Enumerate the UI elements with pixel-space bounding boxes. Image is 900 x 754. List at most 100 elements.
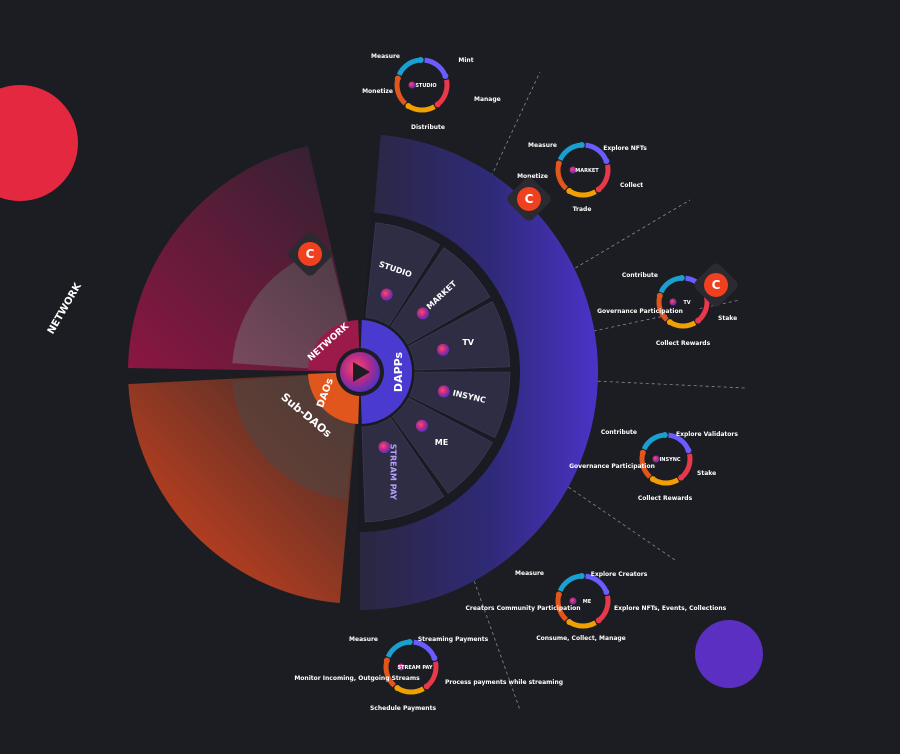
- cycle-step-label: Collect Rewards: [638, 495, 693, 502]
- arrow-head-icon: [555, 160, 562, 167]
- cycle-arrow-arc: [597, 164, 611, 191]
- cycle-arrow-arc: [383, 661, 397, 688]
- play-icon: [353, 362, 370, 382]
- token-badge: C: [694, 263, 738, 307]
- arrow-head-icon: [431, 655, 438, 662]
- token-badge: C: [507, 177, 551, 221]
- cycle-step-label: Consume, Collect, Manage: [536, 635, 626, 642]
- cycle-center-label: STUDIO: [415, 83, 436, 89]
- cycle-step-label: Explore Creators: [591, 571, 648, 578]
- cycle-step-label: Collect Rewards: [656, 340, 711, 347]
- dapp-logo-icon: [569, 597, 577, 605]
- dapp-logo-icon: [415, 419, 428, 432]
- cycle-center-label: INSYNC: [659, 457, 680, 463]
- cycle-step-label: Monitor Incoming, Outgoing Streams: [294, 675, 420, 682]
- cycle-arrow-arc: [555, 595, 569, 622]
- cycle-arrow-arc: [424, 57, 448, 76]
- cycle-center: [564, 151, 602, 189]
- cycle-step-label: Explore NFTs: [603, 145, 647, 152]
- cycle-center-label: ME: [583, 599, 592, 605]
- cycle-arrow-arc: [569, 189, 597, 198]
- cycle-arrow-arc: [668, 432, 691, 451]
- cycle-step-label: Stake: [697, 470, 716, 477]
- arrow-head-icon: [442, 73, 449, 80]
- arrow-head-icon: [603, 158, 610, 165]
- arrow-head-icon: [566, 618, 573, 625]
- cycle-center: [403, 66, 441, 104]
- dapp-item-me: ME: [415, 419, 448, 447]
- cycle-arrow-arc: [639, 453, 652, 479]
- dapp-segment: [391, 397, 493, 494]
- dapp-item-stream-pay: STREAM PAY: [378, 441, 397, 500]
- token-icon: [517, 187, 541, 211]
- cycle-arrow-arc: [436, 79, 450, 106]
- dapp-logo-icon: [397, 663, 405, 671]
- dapp-logo-icon: [416, 307, 429, 320]
- dapp-label: STREAM PAY: [388, 444, 397, 500]
- dapp-segment: [408, 301, 511, 371]
- cycle-arrow-arc: [597, 595, 611, 622]
- cycle-center: [392, 648, 430, 686]
- arrow-head-icon: [417, 57, 424, 64]
- decor-red-circle: [0, 85, 78, 201]
- cycle-center: [648, 441, 684, 477]
- dapps-core-wedge: [360, 320, 413, 424]
- arrow-head-icon: [695, 317, 702, 324]
- cycle-step-label: Measure: [528, 142, 557, 149]
- dapp-logo-icon: [408, 81, 416, 89]
- cycle-arrow-arc: [557, 142, 581, 161]
- cycle-step-label: Contribute: [601, 429, 637, 436]
- cycle-center: [564, 582, 602, 620]
- dapp-logo-icon: [378, 441, 391, 454]
- cycle-arrow-arc: [656, 296, 669, 322]
- arrow-head-icon: [685, 447, 692, 454]
- arrow-head-icon: [639, 449, 646, 456]
- cycle-step-label: Mint: [458, 57, 473, 64]
- cycle-arrow-arc: [652, 477, 680, 486]
- arrow-head-icon: [406, 639, 413, 646]
- cycle-step-label: Process payments while streaming: [445, 679, 563, 686]
- cycle-arrow-arc: [585, 573, 609, 592]
- cycle-arrow-arc: [669, 320, 697, 329]
- side-network-label: NETWORK: [46, 280, 85, 336]
- cycle-step-label: Distribute: [411, 124, 445, 131]
- dapp-cycles: STUDIOMintManageDistributeMonetizeMeasur…: [294, 53, 738, 712]
- dapps-core-label: DAPPs: [392, 351, 405, 392]
- cycle-arrow-arc: [569, 620, 597, 629]
- arrow-head-icon: [383, 657, 390, 664]
- cycle-arrow-arc: [658, 275, 681, 294]
- arrow-head-icon: [595, 617, 602, 624]
- cycle-arrow-arc: [555, 164, 569, 191]
- dapp-label: ME: [435, 438, 448, 447]
- cycle-step-label: Creators Community Participation: [465, 605, 580, 612]
- token-badge: C: [288, 232, 332, 276]
- arrow-head-icon: [666, 319, 673, 326]
- arrow-head-icon: [555, 591, 562, 598]
- dapp-logo-icon: [380, 288, 393, 301]
- cycle-arrow-arc: [557, 573, 581, 592]
- cycle-step-label: Monetize: [517, 173, 548, 180]
- token-icon: [298, 242, 322, 266]
- arrow-head-icon: [595, 186, 602, 193]
- cycle-center: [665, 284, 701, 320]
- arrow-head-icon: [566, 187, 573, 194]
- cycle-arrow-arc: [585, 142, 609, 161]
- dapp-logo-icon: [669, 298, 677, 306]
- cycle-center-label: TV: [683, 300, 690, 306]
- cycle-step-label: Stake: [718, 315, 737, 322]
- arrow-head-icon: [656, 292, 663, 299]
- arrow-head-icon: [578, 573, 585, 580]
- token-symbol: C: [712, 278, 721, 292]
- cycle-step-label: Monetize: [362, 88, 393, 95]
- dapp-label: TV: [462, 338, 474, 347]
- cycle-arrow-arc: [385, 639, 409, 658]
- arrow-head-icon: [578, 142, 585, 149]
- dapp-logo-icon: [652, 455, 660, 463]
